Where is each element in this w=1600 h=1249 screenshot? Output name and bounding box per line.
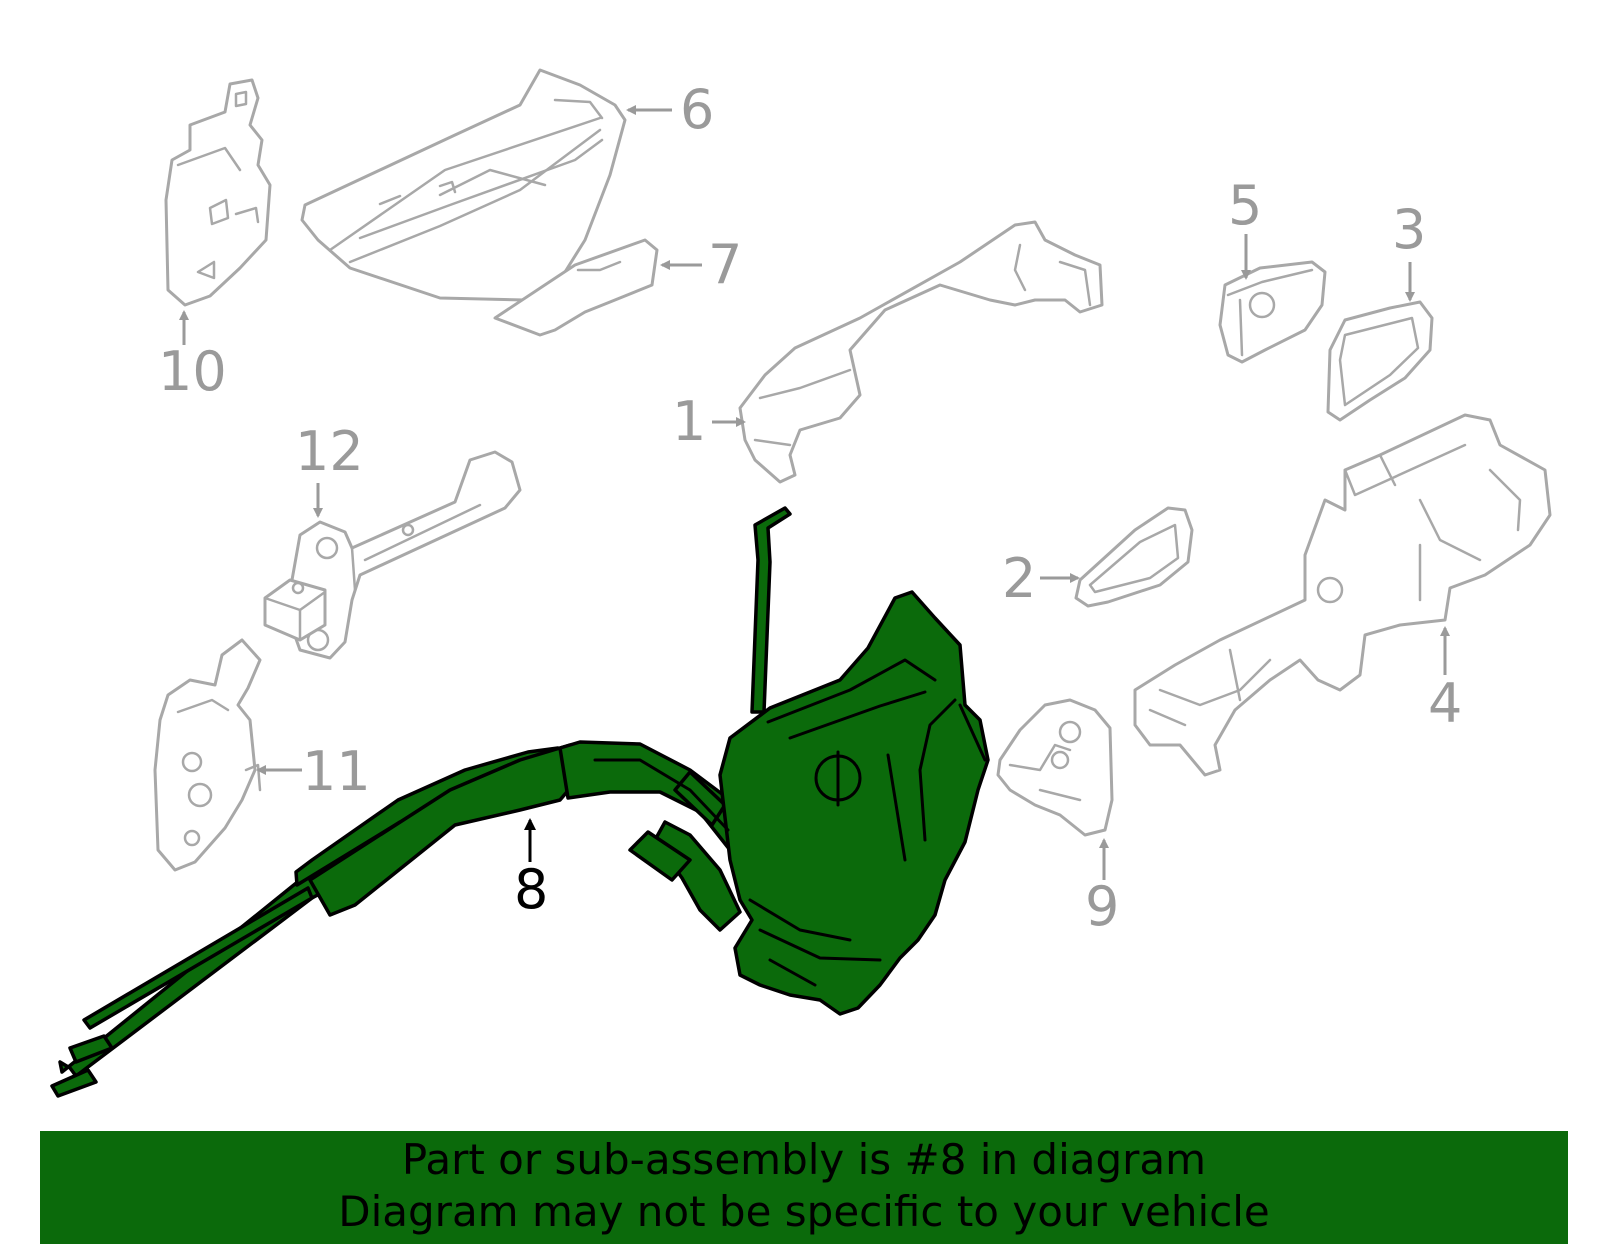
callout-3: 3 bbox=[1392, 198, 1426, 261]
callout-9: 9 bbox=[1085, 875, 1119, 938]
callout-5: 5 bbox=[1228, 174, 1262, 237]
callout-1: 1 bbox=[672, 390, 706, 453]
part-10-bracket bbox=[164, 78, 272, 307]
callout-11: 11 bbox=[302, 740, 371, 803]
part-7-pad bbox=[493, 238, 659, 337]
callout-6: 6 bbox=[680, 78, 714, 141]
callout-7: 7 bbox=[708, 233, 742, 296]
callout-2: 2 bbox=[1002, 547, 1036, 610]
callout-12: 12 bbox=[295, 420, 364, 483]
info-banner: Part or sub-assembly is #8 in diagram Di… bbox=[40, 1131, 1568, 1244]
part-3-gasket bbox=[1326, 300, 1434, 422]
part-9-latch-cover bbox=[996, 698, 1114, 837]
part-2-gasket bbox=[1074, 506, 1194, 608]
part-5-cap bbox=[1218, 260, 1327, 364]
callout-8: 8 bbox=[514, 858, 548, 921]
part-4-handle-frame bbox=[1133, 413, 1552, 777]
part-1-outside-handle bbox=[738, 220, 1104, 484]
part-8-lock-actuator bbox=[50, 506, 990, 1098]
part-11-striker bbox=[153, 638, 262, 872]
callout-10: 10 bbox=[158, 340, 227, 403]
callout-4: 4 bbox=[1428, 672, 1462, 735]
banner-part-note: Part or sub-assembly is #8 in diagram bbox=[401, 1135, 1207, 1184]
part-6-handle-housing bbox=[300, 68, 627, 302]
banner-disclaimer: Diagram may not be specific to your vehi… bbox=[338, 1187, 1270, 1236]
part-12-door-check bbox=[263, 450, 522, 660]
